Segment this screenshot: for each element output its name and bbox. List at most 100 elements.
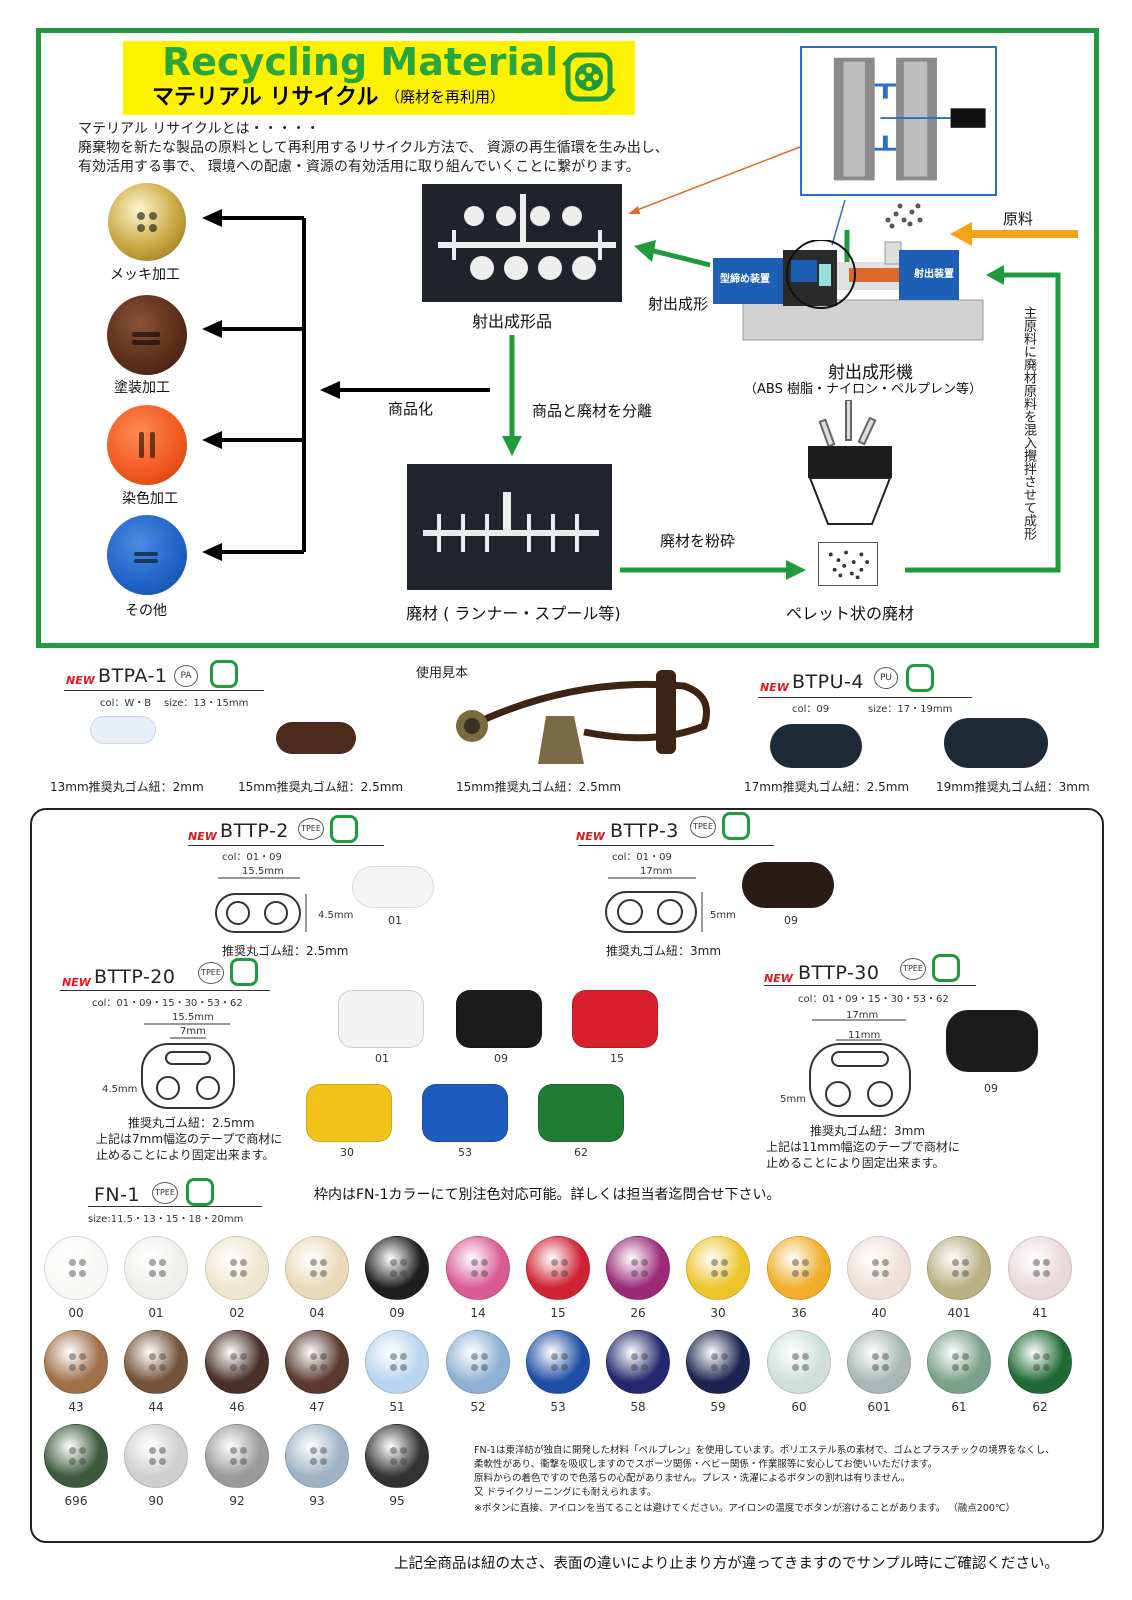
bttp30-note-2: 止めることにより固定出来ます。 xyxy=(766,1156,945,1170)
title-japanese: マテリアル リサイクル xyxy=(152,85,379,110)
fn1-desc-2: 柔軟性があり、衝撃を吸収しますのでスポーツ関係・ベビー関係・作業服等に安心してお… xyxy=(474,1459,938,1470)
fn1-color-label: 53 xyxy=(550,1400,566,1414)
buttonhole xyxy=(471,1353,478,1360)
buttonhole xyxy=(481,1270,488,1277)
buttonhole xyxy=(1043,1353,1050,1360)
buttonhole xyxy=(320,1259,327,1266)
buttonhole xyxy=(641,1364,648,1371)
intro-line-2: 廃棄物を新たな製品の原料として再利用するリサイクル方法で、 資源の再生循環を生み… xyxy=(78,140,669,156)
fn1-color-label: 60 xyxy=(791,1400,807,1414)
finish-dye-label: 染色加工 xyxy=(122,491,178,507)
buttonhole xyxy=(802,1270,809,1277)
finish-other-label: その他 xyxy=(125,603,167,619)
buttonhole xyxy=(711,1259,718,1266)
buttonhole xyxy=(400,1364,407,1371)
buttonhole xyxy=(471,1270,478,1277)
bttp20-note-2: 止めることにより固定出来ます。 xyxy=(96,1148,275,1162)
bttp2-rec: 推奨丸ゴム紐：2.5mm xyxy=(222,944,349,958)
buttonhole xyxy=(641,1353,648,1360)
bttp30-dim-height: 5mm xyxy=(780,1094,806,1105)
mix-vertical-label: 主原料に廃材原料を混入攪拌させて成形 xyxy=(1021,306,1036,540)
fn1-color-swatch xyxy=(446,1330,510,1394)
fn1-color-label: 02 xyxy=(229,1306,245,1320)
btpu-size: size：17・19mm xyxy=(868,704,953,715)
buttonhole xyxy=(711,1364,718,1371)
fn1-color-swatch xyxy=(526,1330,590,1394)
fn1-color-swatch xyxy=(606,1236,670,1300)
machine-inject-label: 射出装置 xyxy=(914,269,954,280)
buttonhole xyxy=(882,1259,889,1266)
fn1-color-label: 62 xyxy=(1032,1400,1048,1414)
bttp3-swatch-label: 09 xyxy=(784,914,798,927)
fn1-color-label: 696 xyxy=(64,1494,88,1508)
buttonhole xyxy=(721,1259,728,1266)
fn1-color-label: 46 xyxy=(229,1400,245,1414)
buttonhole xyxy=(952,1270,959,1277)
buttonhole xyxy=(551,1364,558,1371)
bttp3-underline xyxy=(578,845,774,846)
buttonhole xyxy=(962,1353,969,1360)
fn1-color-label: 52 xyxy=(470,1400,486,1414)
finish-dye-button-image xyxy=(107,405,187,485)
buttonhole xyxy=(159,1447,166,1454)
crush-label: 廃材を粉砕 xyxy=(660,532,736,550)
new-tag-bttp2: NEW xyxy=(188,830,217,843)
fn1-underline xyxy=(88,1206,262,1207)
bttp3-code: BTTP-3 xyxy=(610,820,679,842)
buttonhole xyxy=(872,1364,879,1371)
bttp30-black-swatch xyxy=(946,1010,1038,1072)
fn1-color-label: 43 xyxy=(68,1400,84,1414)
btpu-underline xyxy=(758,697,972,698)
fn1-code: FN-1 xyxy=(94,1184,141,1206)
bttp30-rec: 推奨丸ゴム紐：3mm xyxy=(810,1124,926,1138)
bttp20-material-badge: TPEE xyxy=(198,962,224,984)
bttp3-dim-width: 17mm xyxy=(640,866,673,877)
buttonhole xyxy=(721,1364,728,1371)
buttonhole xyxy=(79,1270,86,1277)
buttonhole xyxy=(721,1353,728,1360)
bttp20-swatch xyxy=(306,1084,392,1142)
fn1-color-label: 40 xyxy=(871,1306,887,1320)
bttp2-dimension-drawing xyxy=(215,877,307,933)
scrap-label: 廃材 ( ランナー・スプール等) xyxy=(406,604,621,623)
bttp30-swatch-label: 09 xyxy=(984,1082,998,1095)
bttp2-col: col：01・09 xyxy=(222,852,282,863)
bttp2-code: BTTP-2 xyxy=(220,820,289,842)
bttp20-swatch-label: 09 xyxy=(494,1052,508,1065)
fn1-color-label: 61 xyxy=(951,1400,967,1414)
buttonhole xyxy=(1043,1259,1050,1266)
intro-line-3: 有効活用する事で、 環境への配慮・資源の有効活用に取り組んでいくことに繋がります… xyxy=(78,159,640,175)
bttp20-code: BTTP-20 xyxy=(94,966,176,988)
recycle-badge-icon-btpu xyxy=(906,664,934,692)
fn1-color-swatch xyxy=(44,1424,108,1488)
fn1-color-swatch xyxy=(927,1330,991,1394)
buttonhole xyxy=(471,1259,478,1266)
fn1-color-swatch xyxy=(606,1330,670,1394)
buttonhole xyxy=(69,1364,76,1371)
new-tag-btpu: NEW xyxy=(760,681,789,694)
buttonhole xyxy=(802,1259,809,1266)
buttonhole xyxy=(240,1458,247,1465)
bttp20-swatch xyxy=(572,990,658,1048)
finish-plating-label: メッキ加工 xyxy=(110,267,180,283)
fn1-color-label: 51 xyxy=(389,1400,405,1414)
pa-material-badge: PA xyxy=(174,665,198,687)
buttonhole xyxy=(79,1353,86,1360)
fn1-color-swatch xyxy=(446,1236,510,1300)
fn1-color-swatch xyxy=(205,1236,269,1300)
btpa-underline xyxy=(64,690,264,691)
buttonhole xyxy=(159,1353,166,1360)
buttonhole xyxy=(481,1259,488,1266)
buttonhole xyxy=(952,1364,959,1371)
buttonhole xyxy=(802,1353,809,1360)
bttp30-code: BTTP-30 xyxy=(798,962,880,984)
bttp3-dim-height: 5mm xyxy=(710,910,736,921)
fn1-color-swatch xyxy=(927,1236,991,1300)
fn1-color-swatch xyxy=(44,1236,108,1300)
fn1-color-label: 601 xyxy=(867,1400,891,1414)
bttp20-swatch-label: 30 xyxy=(340,1146,354,1159)
buttonhole xyxy=(240,1364,247,1371)
finish-other-button-image xyxy=(107,515,187,595)
finish-paint-label: 塗装加工 xyxy=(114,380,170,396)
buttonhole xyxy=(79,1458,86,1465)
